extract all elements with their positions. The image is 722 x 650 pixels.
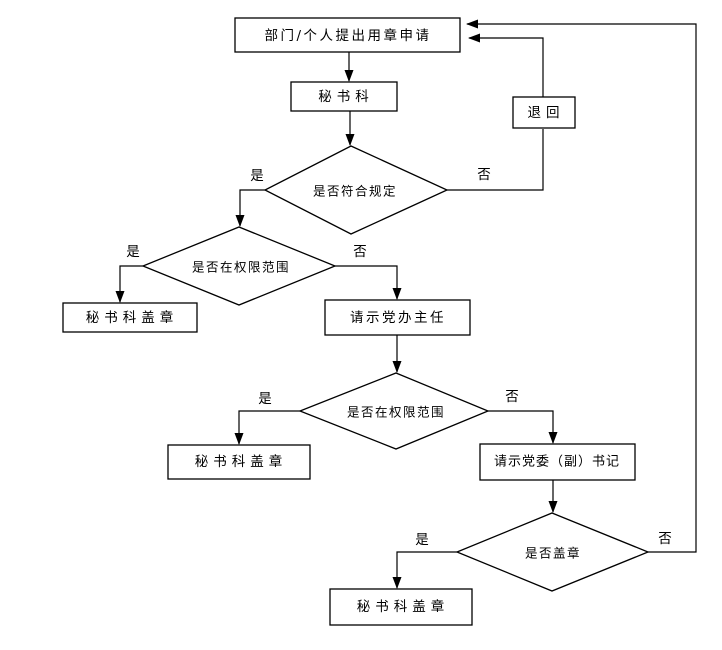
decision-authority-2: 是否在权限范围 <box>298 372 490 450</box>
stamp-box-3: 秘书科盖章 <box>329 588 473 626</box>
decision-compliance-label: 是否符合规定 <box>313 184 397 199</box>
return-box-label: 退回 <box>528 105 565 121</box>
secretary-box-label: 秘书科 <box>318 89 374 105</box>
branch-label-scope2-yes: 是 <box>258 391 272 407</box>
ask-director-box: 请示党办主任 <box>324 299 471 336</box>
branch-label-stamp-no: 否 <box>658 531 672 547</box>
start-box: 部门/个人提出用章申请 <box>234 17 461 53</box>
branch-label-scope2-no: 否 <box>505 389 519 405</box>
stamp-box-1: 秘书科盖章 <box>62 302 198 333</box>
ask-party-secretary-box: 请示党委（副）书记 <box>479 443 636 481</box>
connector-scope2-yes-to-stamp2 <box>234 410 300 445</box>
branch-label-scope1-yes: 是 <box>126 244 140 260</box>
stamp-box-3-label: 秘书科盖章 <box>357 598 450 615</box>
branch-label-scope1-no: 否 <box>353 244 367 260</box>
connector-scope2-no-to-ask-party-secretary <box>488 410 558 444</box>
connector-stamp-no-to-apply <box>466 19 697 553</box>
branch-label-rules-yes: 是 <box>250 168 264 184</box>
stamp-box-2-label: 秘书科盖章 <box>195 453 288 470</box>
decision-stamp: 是否盖章 <box>455 512 650 592</box>
connector-stamp-yes-to-stamp3 <box>392 551 457 589</box>
connector-rules-yes-to-scope1 <box>235 189 265 227</box>
connector-scope1-no-to-ask-director <box>335 265 402 300</box>
decision-authority-1: 是否在权限范围 <box>141 226 337 306</box>
connector-rules-no-to-return <box>447 129 544 191</box>
decision-authority-2-label: 是否在权限范围 <box>347 405 445 420</box>
stamp-box-2: 秘书科盖章 <box>167 444 311 480</box>
decision-stamp-label: 是否盖章 <box>525 546 581 561</box>
decision-compliance: 是否符合规定 <box>263 145 449 235</box>
branch-label-stamp-yes: 是 <box>415 532 429 548</box>
connector-scope1-yes-to-stamp1 <box>115 265 143 303</box>
ask-party-secretary-box-label: 请示党委（副）书记 <box>494 455 620 470</box>
stamp-box-1-label: 秘书科盖章 <box>86 309 179 326</box>
return-box: 退回 <box>512 96 576 129</box>
decision-authority-1-label: 是否在权限范围 <box>192 260 290 275</box>
secretary-box: 秘书科 <box>290 81 398 112</box>
connector-return-to-apply <box>468 33 544 97</box>
ask-director-box-label: 请示党办主任 <box>350 310 446 326</box>
branch-label-rules-no: 否 <box>477 167 491 183</box>
start-box-label: 部门/个人提出用章申请 <box>264 27 431 44</box>
